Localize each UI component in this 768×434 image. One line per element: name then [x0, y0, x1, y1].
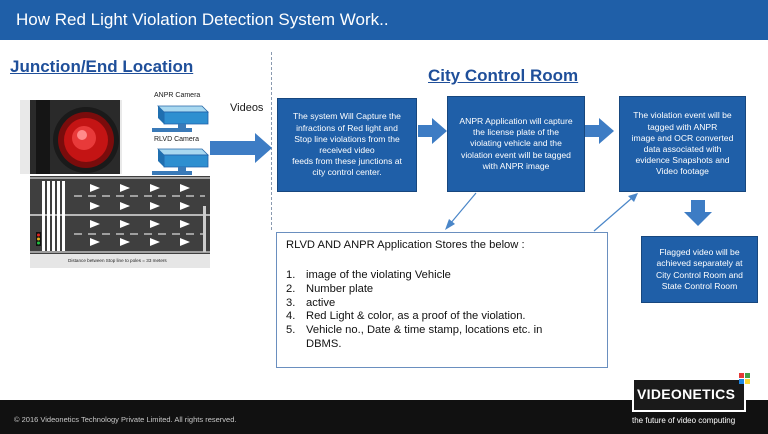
rlvd-camera-icon [152, 148, 209, 175]
tagging-step-line: evidence Snapshots and [635, 155, 730, 166]
storage-item-line: Vehicle no., Date & time stamp, location… [306, 324, 543, 337]
anpr-step-line: violation event will be tagged [461, 149, 571, 160]
arrow-anpr-to-tagged [585, 118, 614, 144]
anpr-step-line: the license plate of the [473, 127, 559, 138]
tagging-step-text: The violation event will be tagged with … [632, 110, 734, 177]
road-caption: Distance between Stop line to poles = 33… [68, 258, 167, 263]
tagging-step-box: The violation event will be tagged with … [619, 96, 746, 192]
tagging-step-line: The violation event will be [633, 110, 732, 121]
storage-heading: RLVD AND ANPR Application Stores the bel… [286, 239, 525, 251]
logo-tagline: the future of video computing [632, 416, 736, 425]
copyright-text: © 2016 Videonetics Technology Private Li… [14, 415, 237, 424]
title-bar [0, 0, 768, 40]
capture-step-line: Stop line violations from the [294, 133, 400, 144]
flagged-video-line: State Control Room [661, 280, 738, 291]
control-room-section-title: City Control Room [428, 66, 579, 85]
logo-accent-icon [739, 373, 750, 384]
storage-item-text: image of the violating Vehicle [306, 269, 451, 281]
storage-item-number: 1. [286, 269, 296, 281]
slide-title: How Red Light Violation Detection System… [16, 10, 389, 29]
junction-section-title: Junction/End Location [10, 57, 194, 76]
tagging-step-line: tagged with ANPR [647, 121, 718, 132]
anpr-step-line: with ANPR image [482, 160, 550, 171]
capture-step-line: city control center. [312, 167, 382, 178]
videos-label: Videos [230, 102, 264, 114]
section-divider [271, 52, 272, 230]
flagged-video-line: Flagged video will be [659, 247, 740, 258]
capture-step-line: infractions of Red light and [296, 122, 398, 133]
rlvd-camera-label: RLVD Camera [154, 136, 199, 143]
flagged-video-line: achieved separately at [656, 258, 743, 269]
videos-arrow [210, 133, 272, 163]
capture-step-line: received video [319, 145, 375, 155]
logo-wordmark: VIDEONETICS [637, 386, 736, 402]
videonetics-logo [632, 378, 746, 412]
anpr-camera-icon [152, 105, 209, 132]
capture-step-box: The system Will Capture the infractions … [277, 98, 417, 192]
tagging-step-line: Video footage [656, 166, 709, 177]
arrow-tagged-to-flagged [684, 200, 712, 226]
storage-item: 1. image of the violating Vehicle [286, 269, 604, 283]
link-store-to-tagged [593, 197, 633, 232]
storage-item-number: 4. [286, 310, 296, 323]
anpr-step-line: violating vehicle and the [470, 138, 562, 149]
storage-item-number: 3. [286, 296, 296, 309]
anpr-step-box: ANPR Application will capture the licens… [447, 96, 585, 192]
storage-item: 5. Vehicle no., Date & time stamp, locati… [286, 324, 604, 352]
storage-item-text: Number plate [306, 282, 374, 295]
capture-step-text: The system Will Capture the infractions … [292, 111, 402, 178]
road-junction-image: Distance between Stop line to poles = 33… [30, 176, 210, 268]
tagging-step-line: data associated with [643, 144, 722, 154]
arrow-capture-to-anpr [418, 118, 447, 144]
flagged-video-text: Flagged video will be achieved separatel… [656, 247, 743, 292]
storage-list-box: RLVD AND ANPR Application Stores the bel… [276, 232, 608, 368]
capture-step-line: feeds from these junctions at [292, 156, 402, 167]
storage-item: 4. Red Light & color, as a proof of the v… [286, 310, 604, 324]
storage-list: 1. image of the violating Vehicle 2. Numbe… [286, 269, 604, 352]
flagged-video-box: Flagged video will be achieved separatel… [641, 236, 758, 303]
anpr-step-text: ANPR Application will capture the licens… [459, 116, 572, 172]
capture-step-line: The system Will Capture the [293, 111, 401, 122]
tagging-step-line: image and OCR converted [631, 132, 734, 143]
storage-item: 3. active [286, 297, 604, 311]
storage-item-text: Vehicle no., Date & time stamp, location… [306, 324, 542, 352]
traffic-light-image [20, 100, 122, 174]
storage-item-text: active [306, 296, 336, 309]
storage-item: 2. Number plate [286, 283, 604, 297]
storage-item-text: Red Light & color, as a proof of the vio… [306, 310, 526, 323]
storage-item-line: DBMS. [306, 337, 342, 350]
anpr-step-line: ANPR Application will capture [459, 115, 573, 126]
storage-item-number: 2. [286, 282, 296, 295]
flagged-video-line: City Control Room and [656, 269, 743, 280]
storage-item-number: 5. [286, 324, 296, 337]
link-anpr-to-store [449, 192, 477, 225]
anpr-camera-label: ANPR Camera [154, 92, 201, 99]
